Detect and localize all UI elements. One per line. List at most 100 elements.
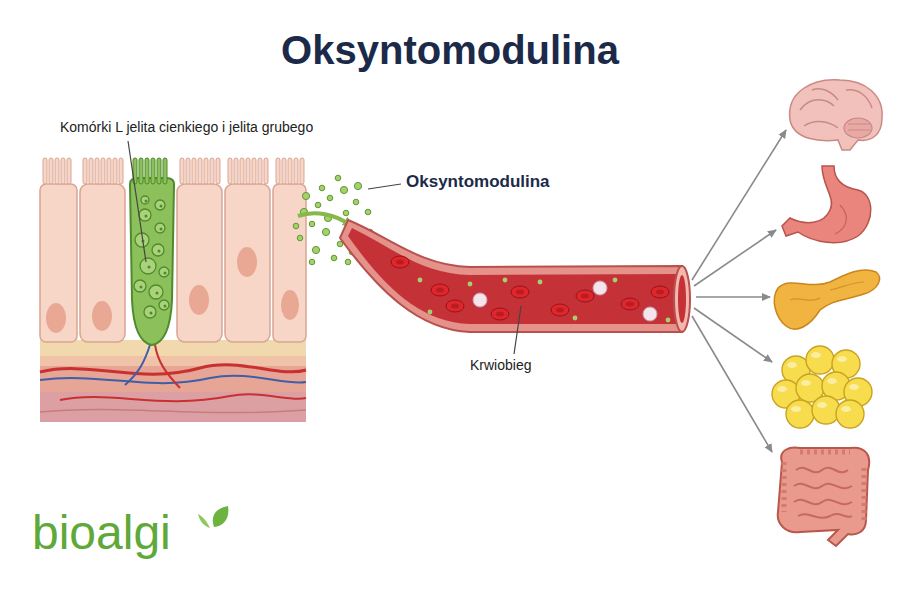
granule-core bbox=[150, 312, 153, 315]
illustration-part bbox=[848, 124, 870, 130]
title-slot: Oksyntomodulina bbox=[0, 26, 900, 74]
enterocyte bbox=[273, 184, 306, 342]
tissue-layer bbox=[40, 340, 306, 422]
fat-cell-shine bbox=[811, 352, 821, 358]
hormone-particle bbox=[503, 278, 508, 283]
illustration-part bbox=[155, 345, 180, 388]
illustration-part bbox=[692, 130, 786, 280]
granule bbox=[152, 244, 164, 256]
hormone-particle bbox=[353, 199, 359, 205]
microvillus bbox=[186, 158, 190, 184]
hormone-particle bbox=[331, 255, 337, 261]
hormone-particle bbox=[335, 175, 341, 181]
illustration-part bbox=[696, 296, 770, 298]
red-blood-cell-center bbox=[496, 312, 504, 317]
release-arrow bbox=[298, 213, 352, 226]
red-blood-cell bbox=[621, 298, 639, 310]
illustration-part bbox=[692, 316, 772, 452]
illustration-part bbox=[125, 345, 150, 385]
illustration-part bbox=[790, 80, 883, 150]
microvillus bbox=[61, 158, 65, 184]
hormone-particle bbox=[293, 223, 299, 229]
hormone-label-slot: Oksyntomodulina bbox=[406, 172, 550, 192]
white-blood-cell bbox=[473, 293, 487, 307]
enterocyte bbox=[80, 184, 125, 342]
microvillus bbox=[276, 158, 280, 184]
illustration-part bbox=[198, 514, 210, 528]
fat-cell-shine bbox=[777, 386, 787, 392]
vessel-wall bbox=[340, 220, 682, 332]
red-blood-cell-center bbox=[436, 288, 444, 293]
microvillus bbox=[145, 158, 149, 184]
adipose-tissue bbox=[772, 346, 872, 428]
microvillus bbox=[107, 158, 111, 184]
microvillus bbox=[95, 158, 99, 184]
illustration-part bbox=[189, 285, 209, 315]
red-blood-cell-center bbox=[581, 294, 589, 299]
microvillus bbox=[67, 158, 71, 184]
illustration-part bbox=[46, 303, 66, 333]
red-blood-cell bbox=[491, 308, 509, 320]
logo-slot: bioalgi bbox=[32, 504, 171, 562]
granule-core bbox=[160, 228, 163, 231]
granule bbox=[141, 196, 149, 204]
illustration-part bbox=[40, 409, 306, 412]
microvillus bbox=[198, 158, 202, 184]
red-blood-cell-center bbox=[451, 304, 459, 309]
red-blood-cell bbox=[576, 290, 594, 302]
illustration-part bbox=[92, 301, 112, 331]
illustration-part bbox=[694, 230, 776, 286]
microvillus bbox=[216, 158, 220, 184]
fat-cell bbox=[812, 396, 840, 424]
red-blood-cell-center bbox=[556, 308, 564, 313]
white-blood-cell bbox=[593, 281, 607, 295]
pancreas bbox=[774, 270, 879, 329]
cell-label-slot: Komórki L jelita cienkiego i jelita grub… bbox=[60, 119, 313, 136]
tissue bbox=[40, 340, 306, 422]
fat-cell-shine bbox=[837, 356, 847, 362]
hormone-particle bbox=[573, 316, 578, 321]
microvillus bbox=[264, 158, 268, 184]
illustration-part bbox=[835, 205, 846, 234]
microvillus bbox=[83, 158, 87, 184]
microvillus bbox=[240, 158, 244, 184]
hormone-particle bbox=[340, 186, 347, 193]
intestine bbox=[778, 448, 869, 546]
fat-cell-shine bbox=[827, 378, 837, 384]
illustration-part bbox=[213, 506, 229, 527]
target-arrows bbox=[692, 130, 786, 452]
illustration-part bbox=[774, 270, 879, 329]
microvillus bbox=[119, 158, 123, 184]
illustration-part bbox=[128, 141, 146, 262]
fat-cell-shine bbox=[849, 384, 859, 390]
microvillus bbox=[234, 158, 238, 184]
granule-core bbox=[160, 205, 163, 208]
hormone-particle bbox=[297, 235, 303, 241]
fat-cell-shine bbox=[841, 406, 851, 412]
enterocyte bbox=[40, 184, 77, 342]
microvillus bbox=[288, 158, 292, 184]
microvillus bbox=[113, 158, 117, 184]
microvillus bbox=[43, 158, 47, 184]
granule bbox=[155, 200, 165, 210]
microvillus bbox=[228, 158, 232, 184]
blood-cells bbox=[391, 256, 670, 322]
red-blood-cell-center bbox=[626, 302, 634, 307]
granule-core bbox=[156, 292, 159, 295]
microvillus bbox=[246, 158, 250, 184]
granule-core bbox=[164, 305, 167, 308]
enterocyte bbox=[177, 184, 222, 342]
vessel-label: Krwiobieg bbox=[470, 357, 531, 374]
illustration-part bbox=[784, 452, 864, 520]
red-blood-cell-center bbox=[516, 290, 524, 295]
l-cell bbox=[130, 178, 174, 345]
basement-layer bbox=[40, 340, 306, 356]
illustration-part bbox=[844, 118, 872, 138]
hormone-particle bbox=[354, 182, 361, 189]
white-blood-cell bbox=[643, 307, 657, 321]
illustration-part bbox=[281, 290, 299, 320]
fat-cell bbox=[836, 400, 864, 428]
blood-vessel bbox=[340, 220, 690, 332]
vessel-lumen bbox=[348, 228, 682, 324]
illustration-part bbox=[794, 468, 852, 518]
